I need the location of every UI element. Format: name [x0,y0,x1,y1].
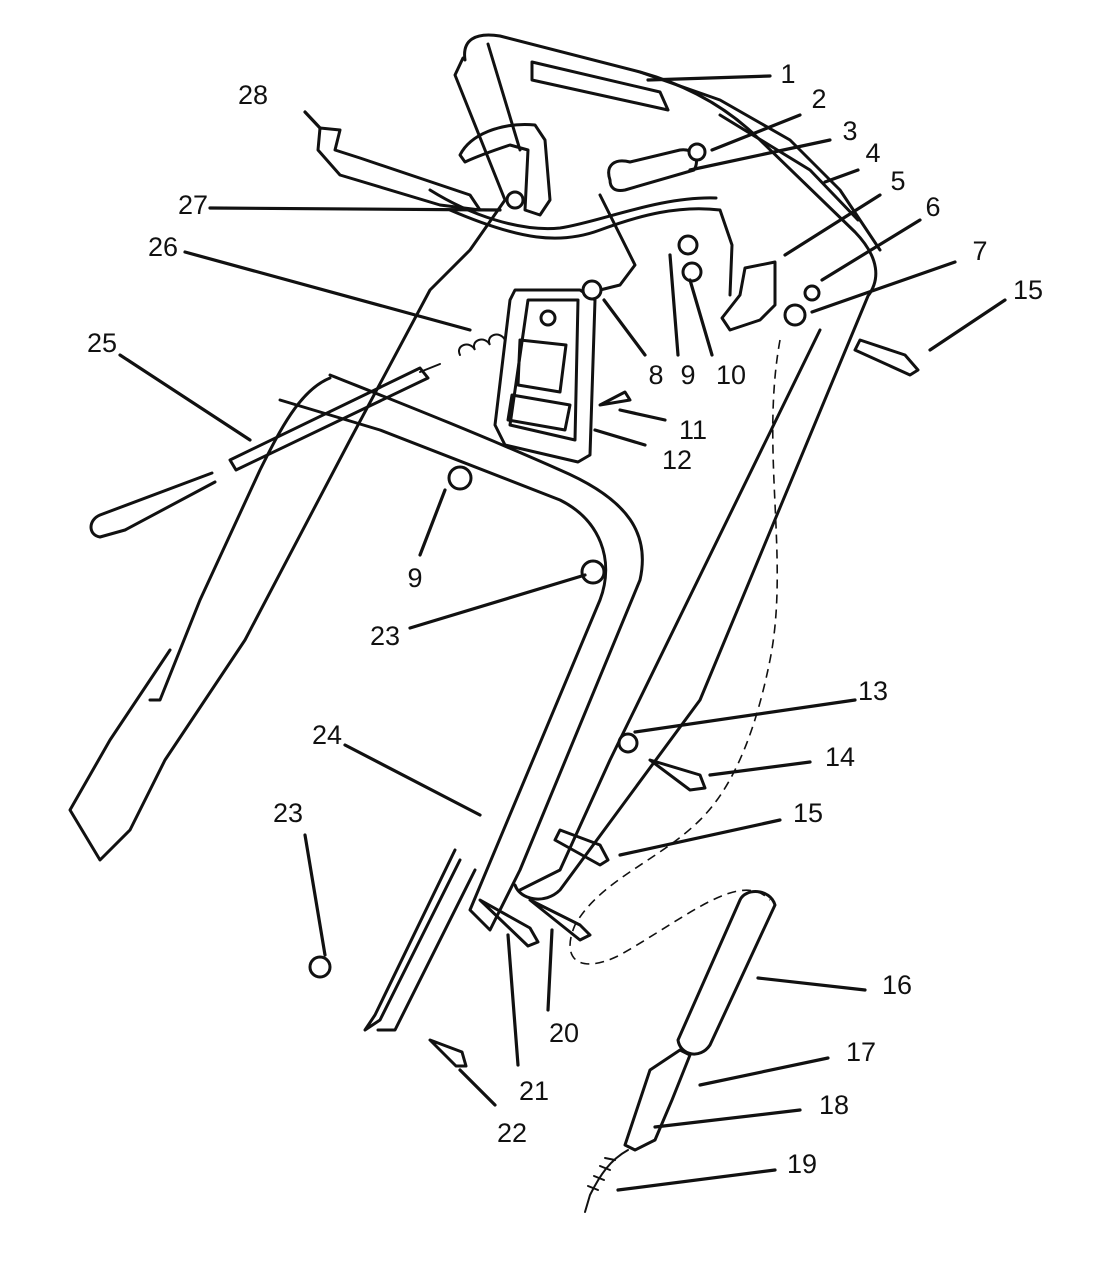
callout-5: 5 [890,166,905,196]
grip-3 [607,148,698,192]
callout-21: 21 [519,1076,549,1106]
callout-12: 12 [662,445,692,475]
callout-24: 24 [312,720,342,750]
callout-14: 14 [825,742,855,772]
lower-handle [148,373,644,1032]
callout-13: 13 [858,676,888,706]
callout-3: 3 [842,116,857,146]
callout-2: 2 [811,84,826,114]
bracket-5 [720,260,777,332]
callout-9-upper: 9 [680,360,695,390]
callout-1: 1 [780,59,795,89]
callout-19: 19 [787,1149,817,1179]
callout-16: 16 [882,970,912,1000]
callout-4: 4 [865,138,880,168]
callout-28: 28 [238,80,268,110]
callout-20: 20 [549,1018,579,1048]
control-rod [89,363,441,539]
callout-7: 7 [972,236,987,266]
callout-11: 11 [679,415,707,445]
callout-9-lower: 9 [407,563,422,593]
callout-18: 18 [819,1090,849,1120]
control-cable [569,339,781,965]
spring-26 [458,333,506,356]
callout-23-upper: 23 [370,621,400,651]
callout-6: 6 [925,192,940,222]
cable-grip-16 [584,890,777,1213]
callout-labels: 1 2 3 4 5 6 7 15 28 27 26 25 8 9 10 11 1… [87,59,1043,1179]
callout-10: 10 [716,360,746,390]
callout-25: 25 [87,328,117,358]
callout-15-upper: 15 [1013,275,1043,305]
callout-17: 17 [846,1037,876,1067]
callout-15-lower: 15 [793,798,823,828]
bracket-28 [316,123,552,217]
callout-23-lower: 23 [273,798,303,828]
callout-22: 22 [497,1118,527,1148]
hardware [308,142,920,1068]
callout-26: 26 [148,232,178,262]
leader-lines [118,74,1007,1192]
callout-27: 27 [178,190,208,220]
callout-8: 8 [648,360,663,390]
